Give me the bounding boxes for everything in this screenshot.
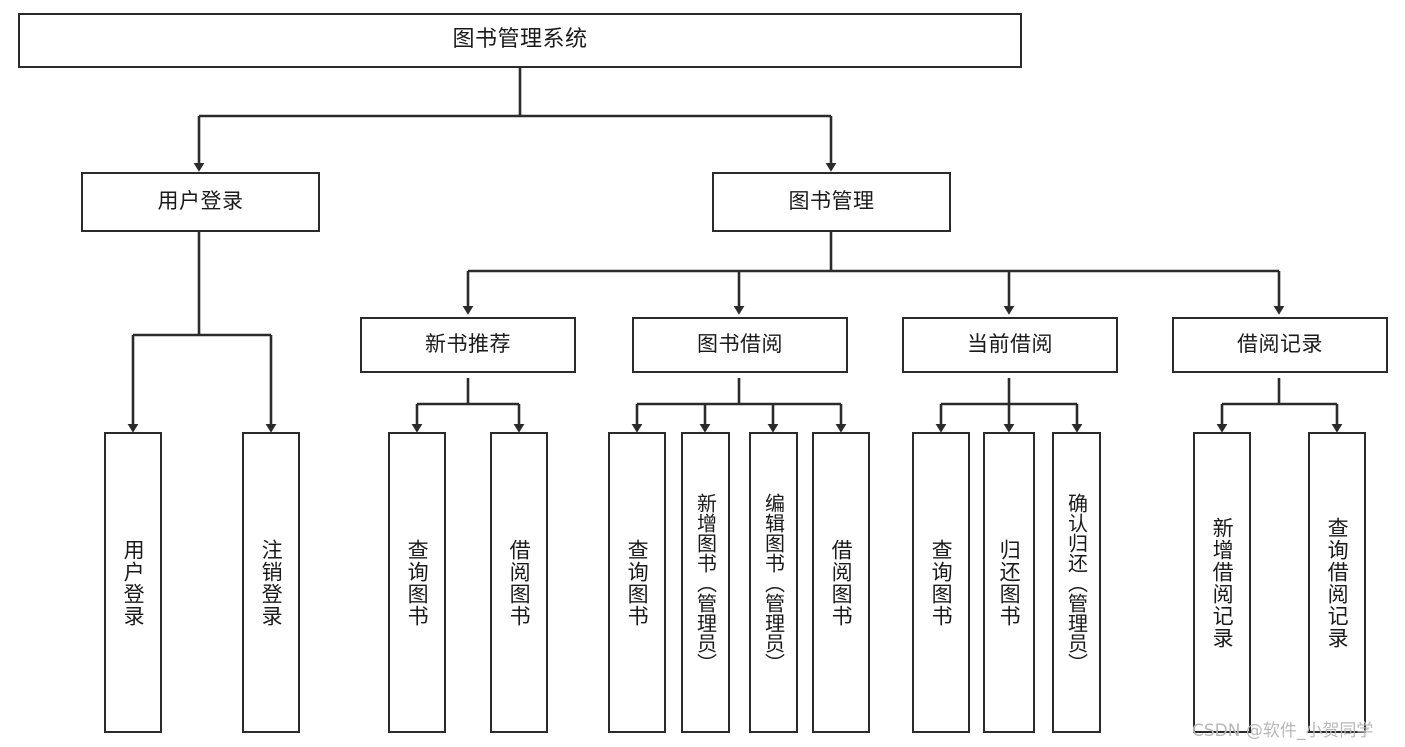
node-leaf-query-record[interactable]: 查询借阅记录 <box>1308 432 1366 733</box>
node-leaf-add-record[interactable]: 新增借阅记录 <box>1193 432 1251 733</box>
node-leaf-confirm-return[interactable]: 确认归还（管理员） <box>1052 432 1101 733</box>
node-leaf-add-book[interactable]: 新增图书（管理员） <box>681 432 730 733</box>
node-user-login-label: 用户登录 <box>157 189 244 214</box>
node-leaf-query-book-2-label: 查询图书 <box>625 538 650 627</box>
node-root[interactable]: 图书管理系统 <box>18 13 1022 68</box>
node-book-borrow[interactable]: 图书借阅 <box>632 317 848 373</box>
node-leaf-confirm-return-label: 确认归还（管理员） <box>1064 492 1089 673</box>
node-leaf-query-book-3-label: 查询图书 <box>929 538 954 627</box>
node-current-borrow-label: 当前借阅 <box>967 332 1053 357</box>
node-new-book-recommend[interactable]: 新书推荐 <box>360 317 576 373</box>
node-leaf-borrow-book-1-label: 借阅图书 <box>507 538 532 627</box>
node-borrow-record[interactable]: 借阅记录 <box>1172 317 1388 373</box>
node-leaf-return-book-label: 归还图书 <box>997 538 1022 627</box>
node-user-login[interactable]: 用户登录 <box>81 172 320 232</box>
node-leaf-user-login[interactable]: 用户登录 <box>104 432 162 733</box>
node-new-book-recommend-label: 新书推荐 <box>425 332 511 357</box>
node-leaf-query-book-1-label: 查询图书 <box>405 538 430 627</box>
node-leaf-logout[interactable]: 注销登录 <box>242 432 300 733</box>
node-leaf-return-book[interactable]: 归还图书 <box>983 432 1035 733</box>
watermark: CSDN @软件_小贺同学 <box>1192 721 1374 741</box>
node-leaf-add-book-label: 新增图书（管理员） <box>693 492 718 673</box>
node-leaf-logout-label: 注销登录 <box>259 538 284 627</box>
node-borrow-record-label: 借阅记录 <box>1237 332 1323 357</box>
node-book-management-label: 图书管理 <box>788 189 875 214</box>
node-leaf-borrow-book-1[interactable]: 借阅图书 <box>490 432 548 733</box>
node-leaf-add-record-label: 新增借阅记录 <box>1210 516 1235 649</box>
node-leaf-query-record-label: 查询借阅记录 <box>1325 516 1350 649</box>
node-leaf-query-book-3[interactable]: 查询图书 <box>912 432 970 733</box>
node-leaf-query-book-1[interactable]: 查询图书 <box>388 432 446 733</box>
node-current-borrow[interactable]: 当前借阅 <box>902 317 1118 373</box>
node-book-management[interactable]: 图书管理 <box>712 172 951 232</box>
node-root-label: 图书管理系统 <box>452 27 588 53</box>
node-leaf-borrow-book-2-label: 借阅图书 <box>829 538 854 627</box>
node-leaf-edit-book[interactable]: 编辑图书（管理员） <box>749 432 798 733</box>
node-book-borrow-label: 图书借阅 <box>697 332 783 357</box>
node-leaf-user-login-label: 用户登录 <box>121 538 146 627</box>
node-leaf-query-book-2[interactable]: 查询图书 <box>608 432 666 733</box>
node-leaf-edit-book-label: 编辑图书（管理员） <box>761 492 786 673</box>
node-leaf-borrow-book-2[interactable]: 借阅图书 <box>812 432 870 733</box>
